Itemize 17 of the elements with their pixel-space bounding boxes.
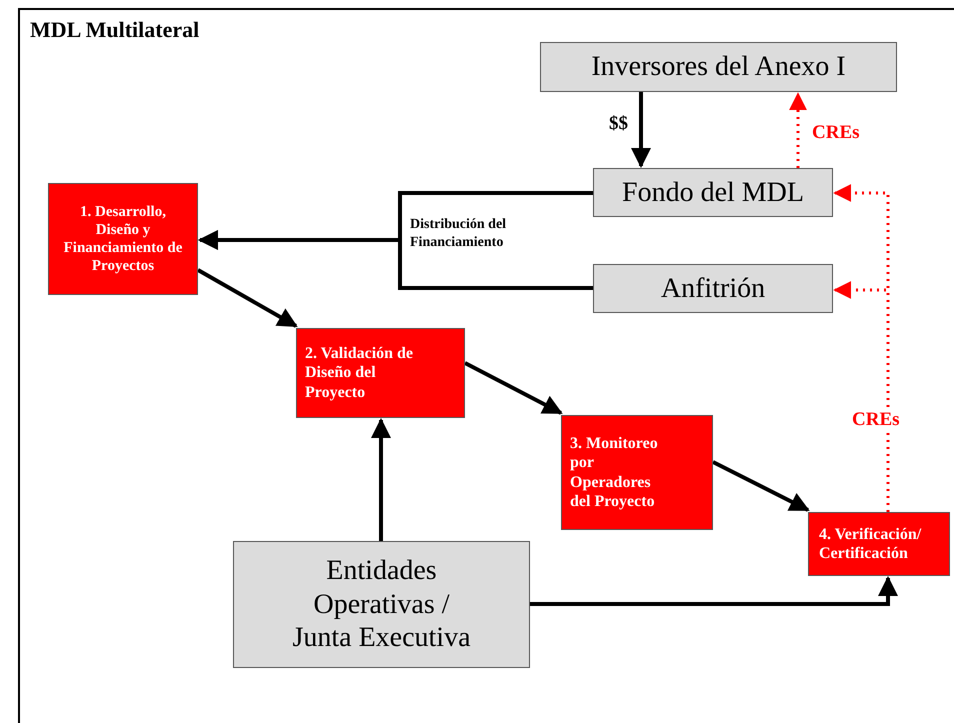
process-box: 3. Monitoreo por Operadores del Proyecto xyxy=(561,415,713,530)
arrow xyxy=(464,361,563,415)
arrow xyxy=(371,418,391,541)
arrow xyxy=(712,460,810,512)
entity-box: Entidades Operativas / Junta Executiva xyxy=(233,541,530,668)
process-box: 4. Verificación/ Certificación xyxy=(808,512,950,576)
dotted-arrow xyxy=(789,92,807,168)
entity-box: Fondo del MDL xyxy=(593,168,833,217)
process-box: 1. Desarrollo, Diseño y Financiamiento de Proyectos xyxy=(48,183,198,295)
entity-box: Anfitrión xyxy=(593,264,833,313)
arrow xyxy=(197,268,298,328)
diagram-title: MDL Multilateral xyxy=(30,17,200,43)
arrow xyxy=(530,576,898,606)
arrow xyxy=(631,92,651,168)
process-box: 2. Validación de Diseño del Proyecto xyxy=(296,328,465,418)
arrow xyxy=(198,230,593,290)
entity-box: Inversores del Anexo I xyxy=(540,42,897,92)
